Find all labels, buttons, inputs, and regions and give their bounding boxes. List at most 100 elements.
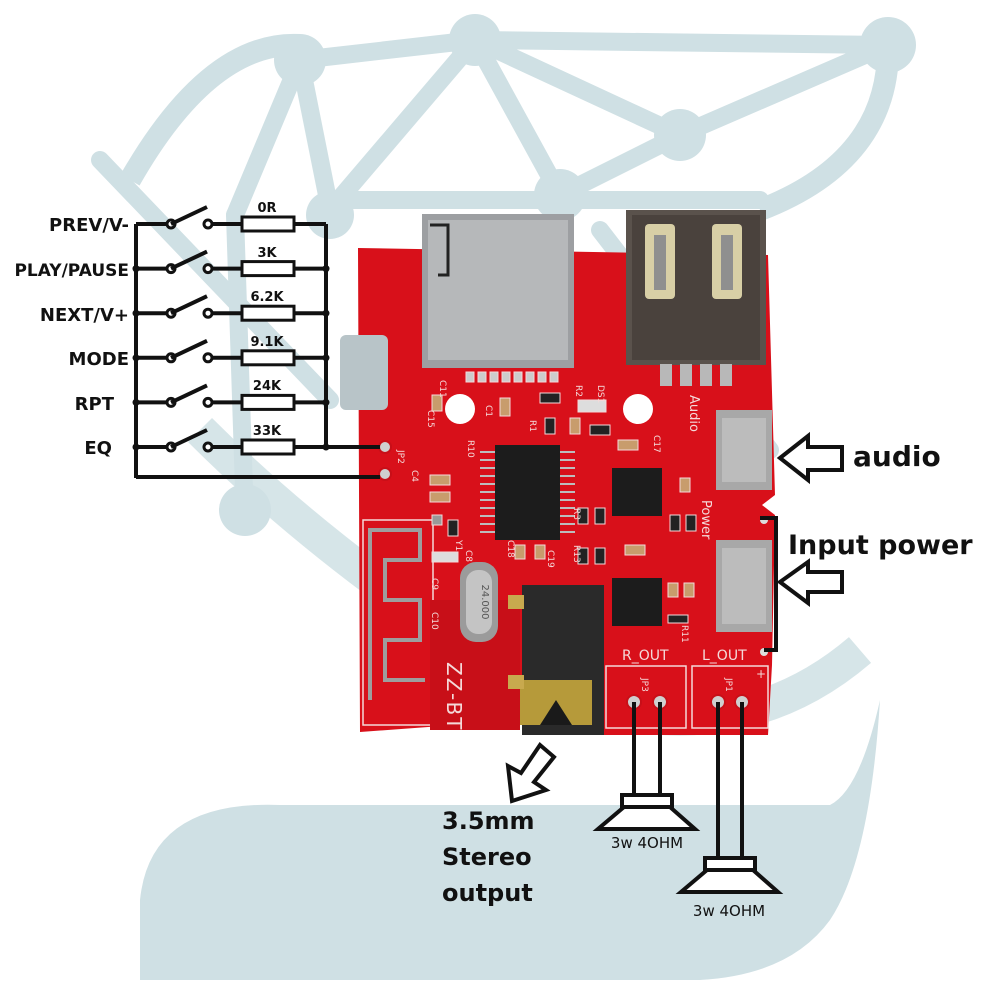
silk-r3: R3 — [571, 508, 581, 520]
watermark-logo — [91, 14, 916, 980]
ir-receiver — [340, 335, 388, 410]
speaker-right — [592, 702, 701, 831]
switch-contact — [202, 352, 214, 364]
speaker-left-label: 3w 4OHM — [693, 902, 765, 920]
resistor-icon — [240, 393, 296, 411]
microsd-slot — [422, 214, 574, 383]
silk-r10: R10 — [465, 440, 475, 458]
junction-dot — [322, 354, 330, 362]
micro-usb-audio-port — [716, 410, 772, 490]
silk-ds1: DS1 — [595, 385, 605, 403]
watermark-bottom-band — [140, 700, 880, 980]
resistor-labels: 0R 3K 6.2K 9.1K 24K 33K — [250, 201, 284, 439]
switch-lever — [170, 205, 208, 226]
watermark-node — [654, 109, 706, 161]
audio-callout: audio — [776, 431, 941, 485]
junction-dot — [132, 398, 140, 406]
speaker-left — [675, 702, 784, 894]
silk-audio: Audio — [686, 395, 701, 432]
mounting-hole — [445, 394, 475, 424]
watermark-node — [219, 484, 271, 536]
watermark-node — [274, 34, 326, 86]
watermark-node — [860, 17, 916, 73]
silk-jp3: JP3 — [639, 677, 649, 692]
schematic-rows — [132, 205, 330, 456]
silk-c15: C15 — [425, 410, 435, 428]
silk-r-out: R_OUT — [622, 648, 669, 664]
audio-label: audio — [853, 440, 941, 473]
pcb-board: 24.000 — [340, 210, 775, 735]
button-label-next: NEXT/V+ — [40, 305, 129, 326]
arrow-left-icon — [776, 558, 844, 607]
switch-lever — [170, 338, 208, 360]
silk-r1: R1 — [527, 420, 537, 432]
switch-lever — [170, 249, 208, 271]
switch-lever — [170, 294, 208, 316]
silk-c4: C4 — [409, 470, 419, 482]
silk-power: Power — [698, 500, 713, 540]
switch-lever — [170, 428, 208, 449]
smd-components — [429, 392, 697, 624]
silk-c18: C18 — [505, 540, 515, 558]
silk-c10: C10 — [429, 612, 439, 630]
micro-usb-power-port — [716, 540, 772, 632]
switch-contact — [202, 263, 214, 275]
button-label-play-pause: PLAY/PAUSE — [14, 261, 129, 281]
resistor-label-24k: 24K — [253, 379, 282, 394]
arrow-down-left-icon — [505, 742, 557, 804]
watermark-node — [306, 191, 354, 239]
junction-dot — [322, 309, 330, 317]
main-ic — [480, 445, 575, 540]
silk-y1: Y1 — [453, 539, 463, 551]
junction-dot — [322, 398, 330, 406]
silk-c17: C17 — [651, 435, 661, 453]
switch-contact — [202, 396, 214, 408]
silk-l-out: L_OUT — [702, 648, 747, 664]
switch-lever — [170, 383, 208, 405]
silk-c19: C19 — [545, 550, 555, 568]
junction-dot — [132, 309, 140, 317]
silk-c8: C8 — [463, 550, 473, 562]
speaker-cone-icon — [592, 805, 701, 831]
watermark-node — [534, 169, 586, 221]
button-labels: PREV/V- PLAY/PAUSE NEXT/V+ MODE RPT EQ — [14, 215, 129, 459]
amplifier-ic-right — [612, 468, 662, 516]
resistor-icon — [240, 215, 296, 233]
amplifier-ic-left — [612, 578, 662, 626]
silk-c1: C1 — [483, 405, 493, 417]
bluetooth-antenna — [368, 528, 425, 700]
watermark-arc — [120, 33, 301, 186]
input-power-label: Input power — [788, 530, 973, 561]
silk-plus: + — [756, 667, 766, 681]
silk-jp1: JP1 — [723, 677, 733, 692]
stereo-output-callout: 3.5mm Stereo output — [442, 742, 557, 907]
resistor-label-6-2k: 6.2K — [250, 290, 284, 305]
usb-a-port — [626, 210, 766, 386]
button-label-mode: MODE — [69, 349, 129, 370]
silk-jp2: JP2 — [395, 449, 405, 464]
stereo-output-line1: 3.5mm — [442, 807, 535, 835]
mounting-hole — [623, 394, 653, 424]
arrow-left-icon — [776, 431, 844, 485]
speaker-right-label: 3w 4OHM — [611, 834, 683, 852]
switch-contact — [202, 441, 214, 453]
watermark-node — [449, 14, 501, 66]
resistor-label-33k: 33K — [253, 424, 282, 439]
stereo-output-line3: output — [442, 879, 533, 907]
silk-c11: C11 — [437, 380, 447, 398]
input-power-callout: Input power — [760, 516, 973, 652]
resistor-icon — [240, 304, 296, 322]
resistor-icon — [240, 260, 296, 278]
stereo-output-line2: Stereo — [442, 843, 532, 871]
silk-r13: R13 — [571, 545, 581, 563]
switch-contact — [202, 307, 214, 319]
crystal-label: 24.000 — [479, 585, 490, 620]
silk-r2: R2 — [573, 385, 583, 397]
switch-contact — [202, 218, 214, 230]
silk-c9: C9 — [429, 578, 439, 590]
resistor-label-9-1k: 9.1K — [250, 335, 284, 350]
junction-dot — [132, 443, 140, 451]
silk-r11: R11 — [679, 625, 689, 643]
